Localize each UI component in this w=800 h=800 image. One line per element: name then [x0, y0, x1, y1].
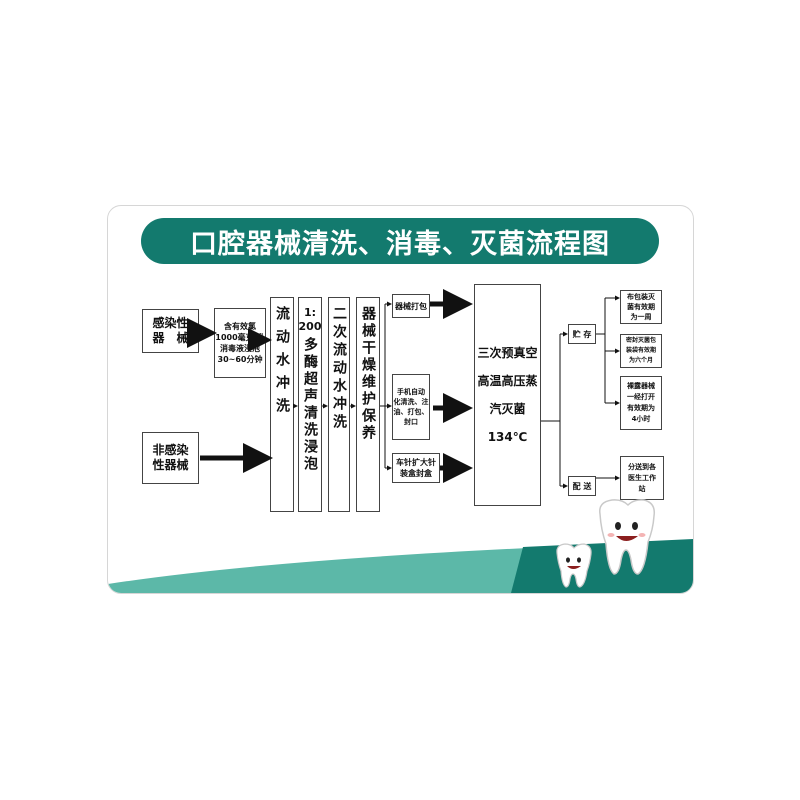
node-sterilize-line3: 汽灭菌134℃: [487, 402, 528, 444]
node-deliver-line3: 站: [638, 484, 646, 493]
node-bare: 裸露器械 一经打开 有效期为 4小时: [620, 376, 662, 430]
node-rinse-text: 流动水冲洗: [274, 306, 290, 421]
thin-arrows: [293, 295, 620, 489]
node-pack-instrument-text: 器械打包: [395, 301, 427, 311]
node-sterilize-line2: 高温高压蒸: [477, 374, 538, 388]
node-pack-instrument: 器械打包: [392, 294, 430, 318]
node-bare-line2: 一经打开: [627, 393, 655, 401]
node-sterilize-line1: 三次预真空: [477, 346, 538, 360]
node-needle-box-line1: 车针扩大针: [396, 458, 436, 467]
node-handpiece-line4: 封口: [404, 418, 418, 426]
node-deliver: 分送到各 医生工作 站: [620, 456, 664, 500]
node-storage-text: 贮 存: [572, 329, 592, 339]
node-disinfect-line1: 含有效氯: [224, 322, 256, 331]
node-infectious-line2: 器 械: [152, 331, 189, 345]
node-bare-line4: 4小时: [631, 415, 651, 423]
node-enzyme-ratio: 1:: [303, 306, 317, 319]
node-sterilize: 三次预真空 高温高压蒸 汽灭菌134℃: [474, 284, 541, 506]
node-distribute: 配 送: [568, 476, 596, 496]
node-dry-maintain: 器械干燥维护保养: [356, 297, 380, 512]
node-non-infectious-line1: 非感染: [152, 443, 189, 457]
node-sealed-pack-line1: 密封灭菌包: [625, 337, 656, 344]
flowchart-board: 口腔器械清洗、消毒、灭菌流程图 感染性 器 械 非感染 性器械 含有效氯 100…: [107, 205, 694, 594]
node-bare-line3: 有效期为: [627, 404, 655, 412]
node-sealed-pack-line3: 为六个月: [628, 357, 653, 364]
node-cloth-pack-line1: 布包装灭: [627, 293, 655, 301]
node-non-infectious: 非感染 性器械: [142, 432, 199, 484]
node-disinfect-line3: 消毒液浸泡: [220, 344, 260, 353]
node-cloth-pack-line2: 菌有效期: [627, 303, 655, 311]
node-handpiece-line3: 油、打包、: [393, 408, 429, 416]
node-handpiece: 手机自动 化清洗、注 油、打包、 封口: [392, 374, 430, 440]
node-dry-maintain-text: 器械干燥维护保养: [360, 306, 376, 442]
node-second-rinse: 二次流动水冲洗: [328, 297, 350, 512]
node-deliver-line1: 分送到各: [628, 462, 656, 471]
node-enzyme-text: 多酶超声清洗浸泡: [302, 337, 318, 473]
node-deliver-line2: 医生工作: [628, 473, 656, 482]
connector-layer: [187, 289, 620, 489]
node-bare-line1: 裸露器械: [627, 382, 655, 390]
node-sealed-pack-line2: 装袋有效期: [625, 347, 656, 354]
node-storage: 贮 存: [568, 324, 596, 344]
node-handpiece-line2: 化清洗、注: [393, 398, 429, 406]
node-handpiece-line1: 手机自动: [397, 388, 425, 396]
tooth-mascots: [556, 499, 656, 588]
title-banner: 口腔器械清洗、消毒、灭菌流程图: [141, 218, 659, 264]
page-title: 口腔器械清洗、消毒、灭菌流程图: [190, 228, 610, 260]
node-enzyme: 1: 200 多酶超声清洗浸泡: [298, 297, 322, 512]
node-sealed-pack: 密封灭菌包 装袋有效期 为六个月: [620, 334, 662, 368]
node-needle-box-line2: 装盒封盒: [400, 469, 432, 478]
node-disinfect-line2: 1000毫克/升: [215, 333, 265, 342]
thick-arrows: [187, 289, 473, 483]
node-cloth-pack: 布包装灭 菌有效期 为一周: [620, 290, 662, 324]
node-enzyme-ratio2: 200: [298, 320, 322, 333]
node-disinfect-line4: 30~60分钟: [217, 355, 263, 364]
node-distribute-text: 配 送: [572, 481, 592, 491]
tooth-mascot-large-icon: [599, 499, 656, 575]
node-infectious-line1: 感染性: [152, 316, 189, 330]
node-needle-box: 车针扩大针 装盒封盒: [392, 453, 440, 483]
tooth-mascot-small-icon: [556, 543, 592, 588]
node-non-infectious-line2: 性器械: [152, 458, 189, 472]
node-second-rinse-text: 二次流动水冲洗: [331, 306, 347, 432]
node-cloth-pack-line3: 为一周: [630, 313, 652, 321]
